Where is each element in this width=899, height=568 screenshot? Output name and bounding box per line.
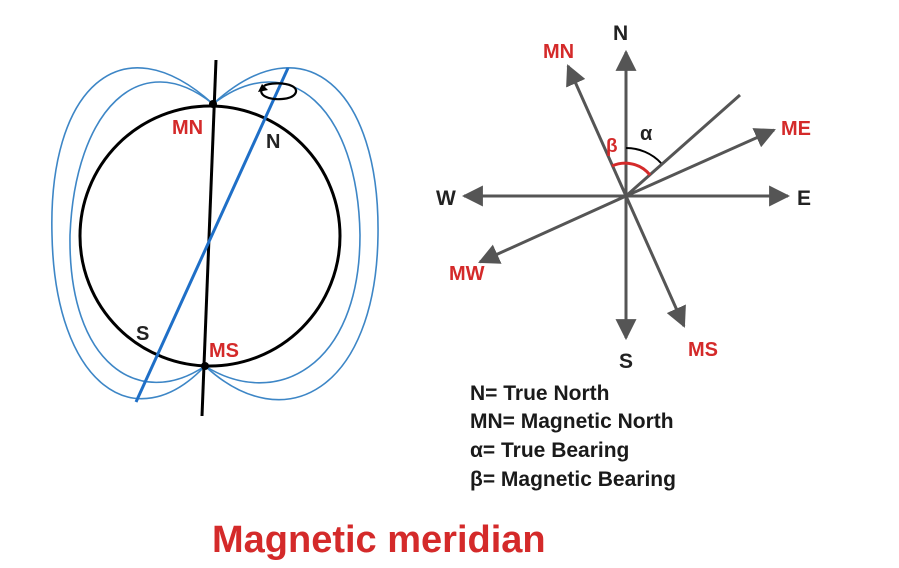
label-west: W <box>436 187 456 210</box>
earth-figure: MN N S MS <box>51 59 379 417</box>
globe-label-true-north: N <box>266 131 280 153</box>
beta-label: β <box>606 136 618 157</box>
globe-label-mn: MN <box>172 117 203 139</box>
bearing-line <box>625 93 741 198</box>
legend-item-true-north: N= True North <box>470 382 609 405</box>
arrow-magnetic-south <box>624 195 686 328</box>
label-east: E <box>797 187 811 210</box>
globe-label-ms: MS <box>209 340 239 362</box>
legend-item-true-bearing: α= True Bearing <box>470 439 629 462</box>
magnetic-north-dot <box>209 100 217 108</box>
legend-item-magnetic-bearing: β= Magnetic Bearing <box>470 468 676 491</box>
legend: N= True North MN= Magnetic North α= True… <box>470 382 676 491</box>
label-magnetic-east: ME <box>781 118 811 140</box>
arrow-magnetic-north <box>566 64 628 197</box>
label-south: S <box>619 350 633 373</box>
alpha-label: α <box>640 123 653 145</box>
alpha-arc <box>625 146 662 164</box>
legend-item-magnetic-north: MN= Magnetic North <box>470 410 674 433</box>
rotation-axis <box>134 67 290 403</box>
label-magnetic-north: MN <box>543 41 574 63</box>
label-north: N <box>613 22 628 45</box>
rotation-arrow-icon <box>258 82 298 101</box>
arrow-magnetic-east <box>625 128 776 198</box>
compass-figure: α β N S E W MN MS ME MW <box>436 22 811 373</box>
arrow-magnetic-west <box>478 194 627 264</box>
beta-arc <box>611 161 652 176</box>
field-line-outer-right <box>204 67 379 401</box>
magnetic-south-dot <box>201 362 209 370</box>
globe-label-true-south: S <box>136 323 149 345</box>
diagram-caption: Magnetic meridian <box>212 519 546 561</box>
label-magnetic-south: MS <box>688 339 718 361</box>
label-magnetic-west: MW <box>449 263 485 285</box>
